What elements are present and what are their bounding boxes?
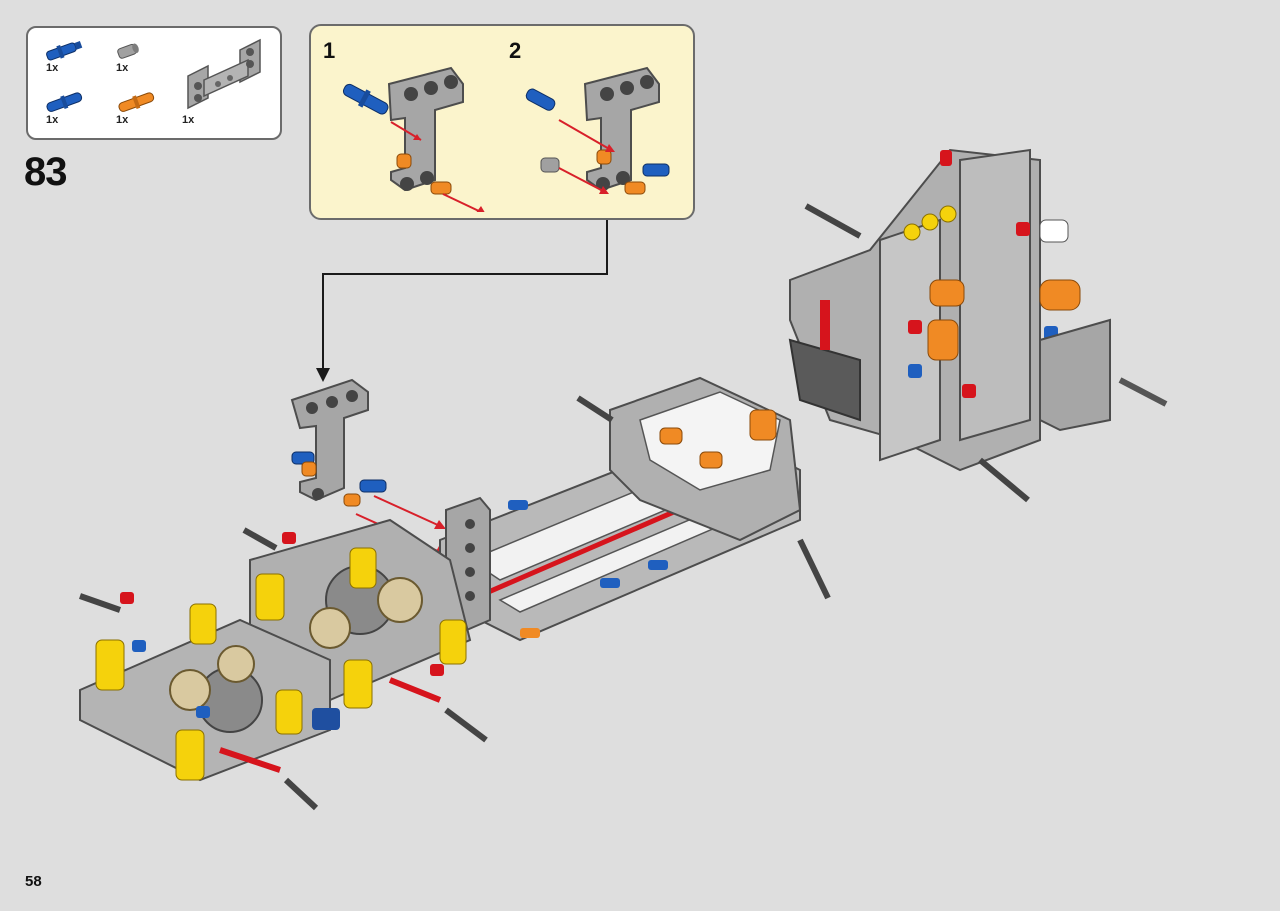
page-number: 58 [25, 873, 42, 890]
parts-list-box: 1x 1x 1x 1x 1x [26, 26, 282, 140]
part-qty-2: 1x [116, 62, 129, 74]
substep-label-1: 1 [323, 38, 336, 63]
blue-axle-pin-icon [46, 41, 83, 61]
substep-label-2: 2 [509, 38, 522, 63]
step-number: 83 [24, 150, 67, 194]
blue-pin-icon [46, 92, 83, 112]
substep-callout: 1 2 [309, 24, 695, 220]
chassis-middle [576, 376, 831, 600]
part-qty-3: 1x [46, 114, 59, 126]
substep-1-illustration [342, 66, 485, 212]
chassis-rear-tower [788, 148, 1168, 503]
part-qty-5: 1x [182, 114, 195, 126]
gray-bush-icon [117, 43, 139, 59]
gray-h-frame-icon [187, 38, 261, 110]
orange-pin-icon [118, 92, 155, 112]
part-qty-1: 1x [46, 62, 59, 74]
part-qty-4: 1x [116, 114, 129, 126]
chassis-front-axle [79, 518, 488, 811]
substep-2-illustration [525, 66, 670, 195]
